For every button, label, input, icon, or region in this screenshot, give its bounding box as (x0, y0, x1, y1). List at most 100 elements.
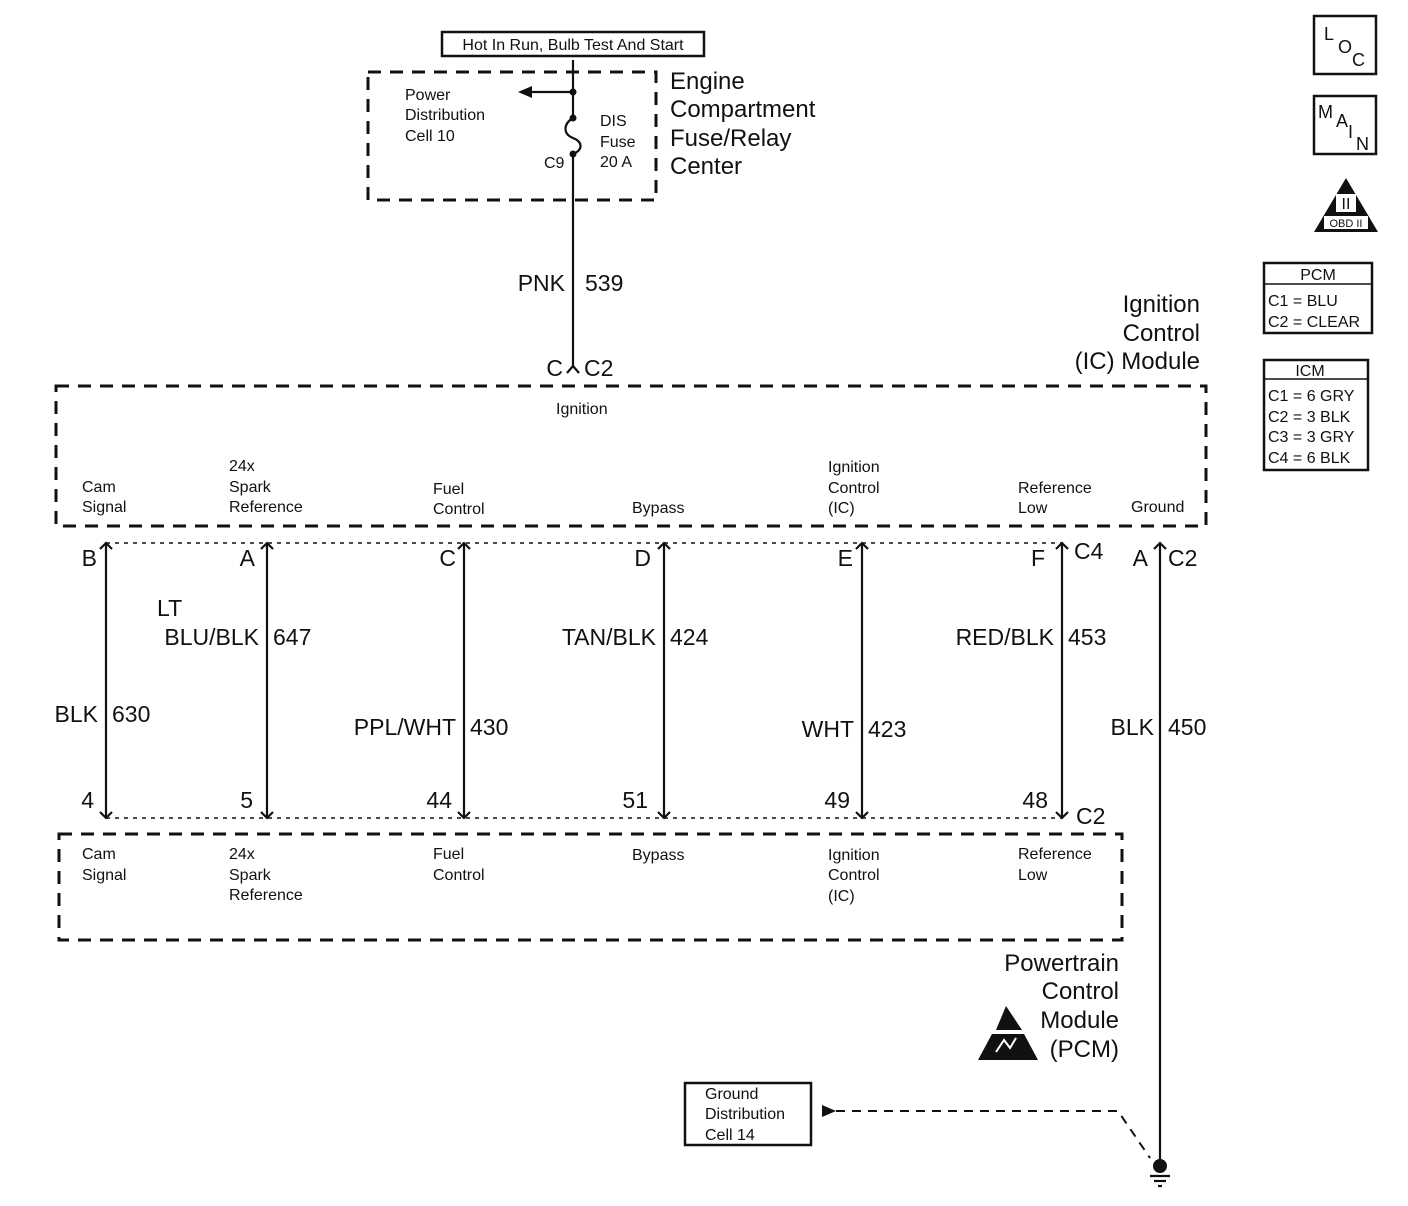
fuse-connector-label: C9 (544, 155, 565, 172)
svg-text:C3 = 3 GRY: C3 = 3 GRY (1268, 429, 1355, 446)
wire-430-pin-top: C (439, 545, 456, 571)
svg-text:Ignition: Ignition (1123, 291, 1200, 318)
ground-distribution-box (683, 1081, 813, 1147)
wire-423-color: WHT (802, 716, 854, 742)
svg-text:Engine: Engine (670, 68, 745, 95)
wire-430-pin-bottom: 44 (426, 787, 452, 813)
wire-424: D TAN/BLK 424 51 (562, 541, 709, 820)
svg-text:(IC) Module: (IC) Module (1075, 348, 1200, 375)
ground-wire-color: BLK (1111, 714, 1155, 740)
icm-title: Ignition Control (IC) Module (1075, 291, 1200, 375)
wire-423-circuit: 423 (868, 716, 906, 742)
wire-423-pin-top: E (838, 545, 853, 571)
svg-text:Fuel: Fuel (433, 846, 464, 863)
esd-warning-icon (978, 1006, 1038, 1060)
icm-pin-label-cam-signal: Cam Signal (82, 479, 126, 516)
svg-text:C1 = 6 GRY: C1 = 6 GRY (1268, 388, 1355, 405)
svg-text:Powertrain: Powertrain (1004, 950, 1119, 977)
pcm-pin-label-ignition-control: Ignition Control (IC) (828, 847, 880, 905)
icm-pin-label-fuel-control: Fuel Control (433, 481, 485, 518)
power-label-box (440, 30, 706, 58)
power-label: Hot In Run, Bulb Test And Start (462, 37, 684, 54)
icm-pin-label-ignition-control: Ignition Control (IC) (828, 459, 880, 517)
icm-top-connector: C2 (584, 355, 613, 381)
wire-423: E WHT 423 49 (802, 541, 906, 820)
svg-text:Signal: Signal (82, 867, 126, 884)
icm-pin-label-bypass: Bypass (632, 500, 684, 517)
svg-text:Fuse: Fuse (600, 134, 636, 151)
pcm-pin-label-24x-spark-reference: 24x Spark Reference (229, 846, 303, 904)
icm-c4-connector-label: C4 (1074, 538, 1104, 564)
wire-630: B BLK 630 4 (55, 541, 150, 820)
ground-distribution-reference: Ground Distribution Cell 14 (705, 1086, 785, 1144)
wire-647-color-line-1: LT (157, 595, 182, 621)
svg-text:Spark: Spark (229, 867, 272, 884)
svg-text:Power: Power (405, 87, 451, 104)
svg-text:A: A (1336, 111, 1348, 131)
icm-pin-label-reference-low: Reference Low (1018, 480, 1092, 517)
wire-647: A LT BLU/BLK 647 5 (157, 541, 311, 820)
wire-647-circuit: 647 (273, 624, 311, 650)
svg-text:24x: 24x (229, 458, 255, 475)
svg-text:Low: Low (1018, 867, 1048, 884)
svg-text:OBD II: OBD II (1329, 218, 1362, 230)
svg-text:Control: Control (433, 867, 485, 884)
svg-text:Fuel: Fuel (433, 481, 464, 498)
svg-text:Control: Control (1123, 320, 1200, 347)
svg-text:ICM: ICM (1295, 363, 1324, 380)
svg-text:Low: Low (1018, 500, 1048, 517)
svg-text:Fuse/Relay: Fuse/Relay (670, 125, 791, 152)
icm-top-pin: C (546, 355, 563, 381)
feed-wire-circuit: 539 (585, 270, 623, 296)
svg-text:N: N (1356, 134, 1369, 154)
ground-symbol-icon (1150, 1159, 1170, 1188)
power-distribution-reference: Power Distribution Cell 10 (405, 87, 485, 145)
icm-connector-legend: ICM C1 = 6 GRY C2 = 3 BLK C3 = 3 GRY C4 … (1262, 358, 1370, 472)
svg-text:Control: Control (828, 867, 880, 884)
power-distribution-arrow (518, 86, 577, 98)
wire-453-pin-bottom: 48 (1022, 787, 1048, 813)
svg-text:Reference: Reference (229, 499, 303, 516)
pcm-pin-label-bypass: Bypass (632, 847, 684, 864)
dis-fuse-label: DIS Fuse 20 A (600, 113, 636, 171)
ground-wire-connector: C2 (1168, 545, 1197, 571)
wire-453-pin-top: F (1031, 545, 1045, 571)
svg-text:Module: Module (1040, 1007, 1119, 1034)
svg-text:Reference: Reference (1018, 846, 1092, 863)
svg-text:M: M (1318, 102, 1333, 122)
svg-text:Cam: Cam (82, 479, 116, 496)
ground-wire-circuit: 450 (1168, 714, 1206, 740)
ground-distribution-arrow (822, 1105, 1151, 1159)
obd-ii-icon: II OBD II (1314, 178, 1378, 232)
svg-text:Control: Control (1042, 978, 1119, 1005)
main-icon: M A I N (1312, 94, 1378, 156)
pcm-pin-label-reference-low: Reference Low (1018, 846, 1092, 884)
wire-453: F RED/BLK 453 48 (956, 541, 1106, 820)
svg-text:C2 = 3 BLK: C2 = 3 BLK (1268, 409, 1351, 426)
svg-text:Spark: Spark (229, 479, 272, 496)
wire-630-pin-bottom: 4 (81, 787, 94, 813)
svg-text:Reference: Reference (1018, 480, 1092, 497)
svg-text:DIS: DIS (600, 113, 627, 130)
svg-text:Cell 10: Cell 10 (405, 128, 455, 145)
svg-text:Ignition: Ignition (828, 459, 880, 476)
svg-text:Signal: Signal (82, 499, 126, 516)
svg-text:I: I (1348, 122, 1353, 142)
svg-text:O: O (1338, 37, 1352, 57)
loc-icon: L O C (1312, 14, 1378, 76)
wire-424-pin-bottom: 51 (622, 787, 648, 813)
svg-text:Center: Center (670, 153, 742, 180)
wire-630-circuit: 630 (112, 701, 150, 727)
svg-text:C1 = BLU: C1 = BLU (1268, 293, 1338, 310)
pcm-title: Powertrain Control Module (PCM) (1004, 950, 1119, 1063)
wire-424-pin-top: D (634, 545, 651, 571)
svg-text:Control: Control (433, 501, 485, 518)
svg-text:Cell 14: Cell 14 (705, 1127, 755, 1144)
feed-wire-color: PNK (518, 270, 566, 296)
dis-fuse-symbol (564, 60, 582, 158)
icm-pin-label-ground: Ground (1131, 499, 1184, 516)
svg-text:L: L (1324, 24, 1334, 44)
wire-430: C PPL/WHT 430 44 (354, 541, 508, 820)
svg-text:Compartment: Compartment (670, 96, 816, 123)
